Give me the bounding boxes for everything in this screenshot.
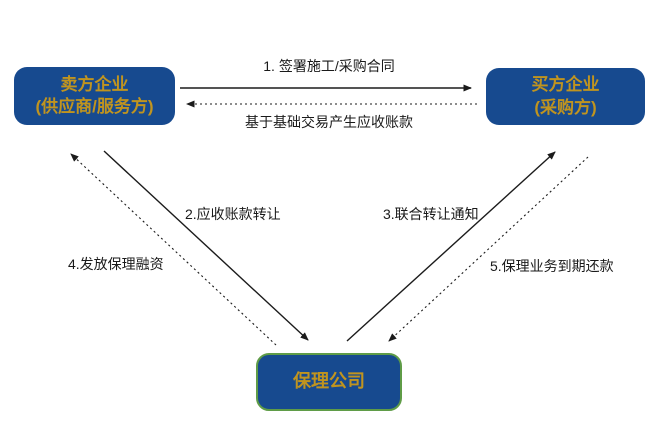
node-seller-subtitle: (供应商/服务方) [35,97,154,116]
arrow-factoring-financing [70,153,277,346]
edge-label-receivables-transfer: 2.应收账款转让 [185,206,281,222]
node-seller: 卖方企业 (供应商/服务方) [14,67,175,125]
node-buyer-title: 买方企业 [531,75,600,95]
edge-label-sign-contract: 1. 签署施工/采购合同 [263,58,395,74]
edge-label-maturity-repayment: 5.保理业务到期还款 [490,258,614,274]
node-buyer: 买方企业 (采购方) [486,68,645,125]
node-seller-title: 卖方企业 [60,74,129,94]
node-factoring: 保理公司 [256,353,402,411]
node-factoring-title: 保理公司 [293,371,365,392]
edge-label-receivables-generated: 基于基础交易产生应收账款 [245,114,413,130]
node-buyer-subtitle: (采购方) [534,97,597,117]
arrow-maturity-repayment [388,156,589,342]
arrow-joint-transfer-notice [346,151,556,342]
edge-label-joint-transfer-notice: 3.联合转让通知 [383,206,479,222]
arrow-receivables-transfer [103,150,309,341]
edge-label-factoring-financing: 4.发放保理融资 [68,256,164,272]
